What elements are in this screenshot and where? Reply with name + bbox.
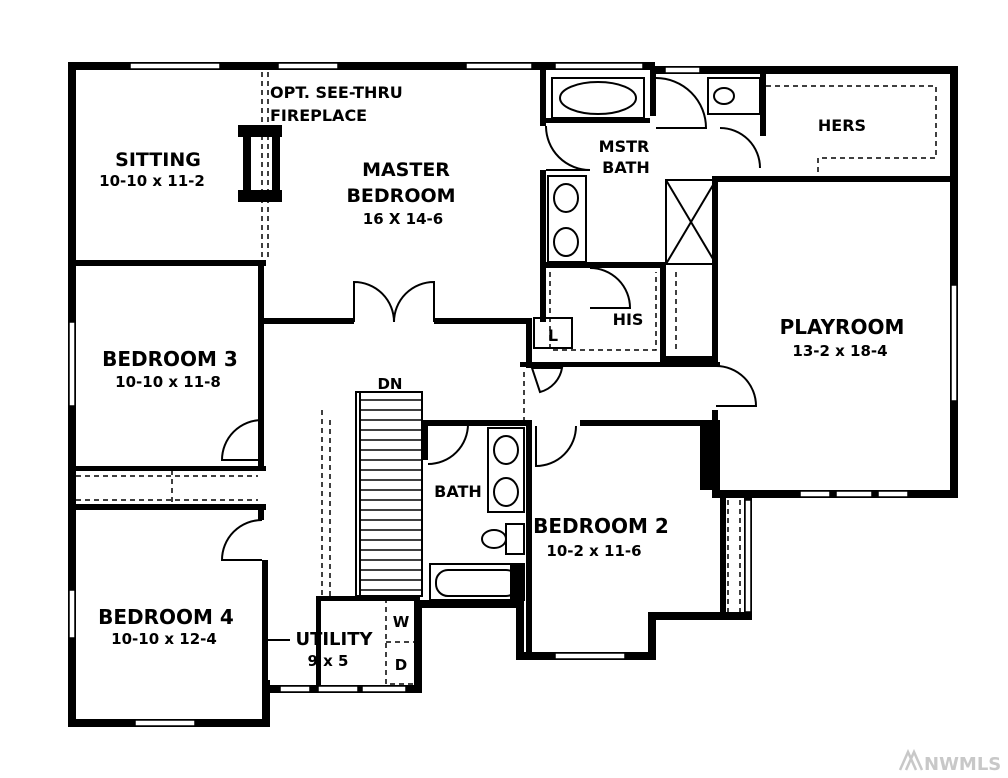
interior-walls <box>68 66 956 690</box>
mstr-bath-label-1: MSTR <box>599 137 650 156</box>
bedroom3-label: BEDROOM 3 <box>102 347 238 371</box>
dashed-lines <box>76 72 937 685</box>
his-label: HIS <box>613 310 644 329</box>
windows <box>68 62 958 727</box>
nwmls-watermark: NWMLS <box>898 748 1001 775</box>
utility-dims: 9 x 5 <box>308 652 349 670</box>
master-bedroom-label-1: MASTER <box>362 159 450 181</box>
linen-label: L <box>548 326 558 345</box>
bedroom2-dims: 10-2 x 11-6 <box>546 542 641 560</box>
bedroom4-label: BEDROOM 4 <box>98 605 234 629</box>
door-swings <box>220 77 761 641</box>
sitting-label: SITTING <box>115 149 201 171</box>
fireplace-label-1: OPT. SEE-THRU <box>270 83 403 102</box>
mstr-bath-label-2: BATH <box>602 158 650 177</box>
watermark-text: NWMLS <box>924 754 1001 775</box>
sitting-dims: 10-10 x 11-2 <box>99 172 205 190</box>
bedroom4-dims: 10-10 x 12-4 <box>111 630 217 648</box>
fireplace-label-2: FIREPLACE <box>270 106 367 125</box>
playroom-label: PLAYROOM <box>780 315 905 339</box>
bath-label: BATH <box>434 482 482 501</box>
playroom-dims: 13-2 x 18-4 <box>792 342 887 360</box>
bedroom2-label: BEDROOM 2 <box>533 514 669 538</box>
stair-treads <box>360 399 422 591</box>
bath-fixtures <box>238 77 761 601</box>
bedroom3-dims: 10-10 x 11-8 <box>115 373 221 391</box>
hers-label: HERS <box>818 116 866 135</box>
washer-label: W <box>393 613 410 631</box>
room-labels: SITTING 10-10 x 11-2 OPT. SEE-THRU FIREP… <box>98 83 904 674</box>
master-bedroom-label-2: BEDROOM <box>346 185 455 207</box>
utility-label: UTILITY <box>295 629 373 650</box>
staircase <box>355 391 423 597</box>
master-bedroom-dims: 16 X 14-6 <box>363 210 443 228</box>
nwmls-logo-icon <box>898 748 924 771</box>
stairs-down-label: DN <box>377 375 402 393</box>
dryer-label: D <box>395 656 407 674</box>
